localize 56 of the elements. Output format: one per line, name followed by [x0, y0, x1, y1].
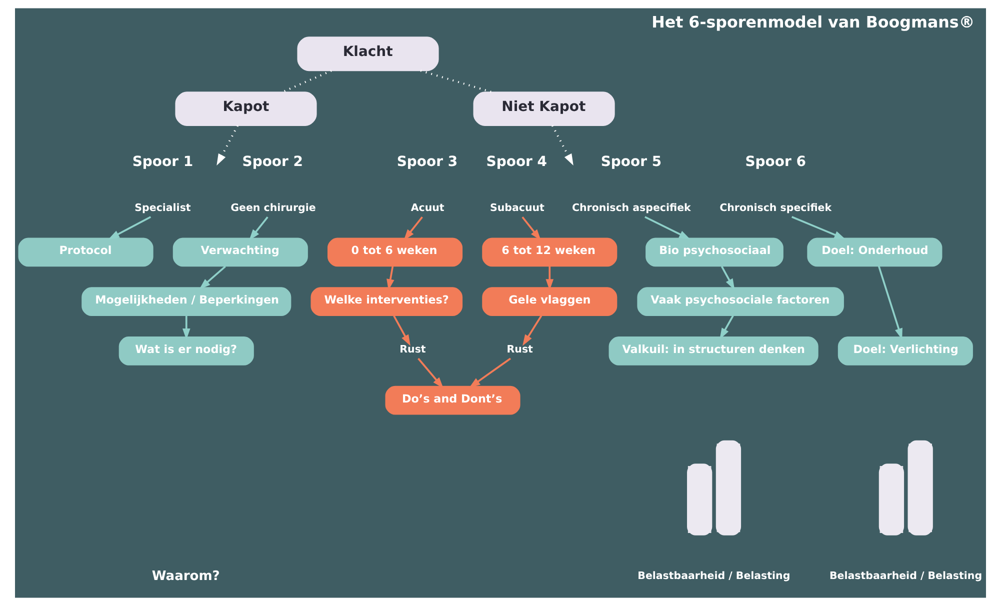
node-box: Welke interventies?	[310, 287, 462, 316]
node-box: Gele vlaggen	[482, 287, 617, 316]
node-box: 6 tot 12 weken	[482, 238, 617, 267]
node-box: Klacht	[296, 36, 438, 72]
node-text: Chronisch aspecifiek	[571, 202, 690, 214]
arrow	[644, 216, 690, 240]
label: Waarom?	[151, 568, 220, 584]
arrow	[468, 358, 511, 388]
arrow	[521, 216, 540, 240]
connector	[282, 70, 332, 93]
node-box: 0 tot 6 weken	[327, 238, 462, 267]
arrow	[386, 266, 394, 290]
arrow	[720, 266, 734, 290]
node-text: Rust	[399, 344, 426, 356]
node-text: Rust	[506, 344, 532, 356]
node-box: Mogelijkheden / Beperkingen	[81, 287, 291, 316]
arrow	[522, 315, 542, 346]
label: Spoor 3	[396, 154, 458, 170]
arrow	[545, 266, 554, 290]
arrow	[417, 358, 443, 388]
arrow	[719, 315, 734, 340]
node-box: Doel: Verlichting	[837, 336, 972, 366]
arrow	[216, 125, 238, 166]
arrow	[198, 266, 226, 290]
node-label: Belastbaarheid / Belasting	[829, 570, 982, 582]
node-box: Verwachting	[172, 238, 308, 267]
node-label: Belastbaarheid / Belasting	[637, 570, 790, 582]
node-box: Protocol	[18, 238, 153, 267]
arrow	[403, 216, 422, 240]
arrow	[877, 266, 902, 340]
node-box: Bio psychosociaal	[645, 238, 783, 267]
label: Spoor 1	[132, 154, 193, 170]
arrow	[108, 216, 151, 240]
node-text: Specialist	[134, 202, 190, 214]
node-text: Acuut	[410, 202, 444, 214]
node-text: Subacuut	[490, 202, 544, 214]
arrow	[551, 125, 573, 166]
node-box: Niet Kapot	[472, 92, 614, 126]
arrow	[392, 315, 410, 346]
node-box: Valkuil: in structuren denken	[608, 336, 818, 366]
label: Spoor 4	[486, 154, 547, 170]
arrow	[182, 316, 190, 340]
node-box: Wat is er nodig?	[118, 336, 254, 366]
node-box: Doel: Onderhoud	[806, 238, 942, 267]
label: Spoor 6	[744, 154, 806, 170]
diagram-title: Het 6-sporenmodel van Boogmans®	[651, 12, 974, 32]
node-box: Do’s and Dont’s	[384, 386, 520, 415]
node-text: Chronisch specifiek	[719, 202, 832, 214]
label: Spoor 5	[600, 154, 662, 170]
node-text: Geen chirurgie	[230, 202, 316, 214]
arrow	[790, 216, 846, 240]
arrow	[248, 216, 268, 240]
label: Spoor 2	[242, 154, 302, 170]
node-box: Kapot	[174, 92, 316, 126]
connector	[420, 70, 492, 93]
node-box: Vaak psychosociale factoren	[636, 287, 844, 316]
